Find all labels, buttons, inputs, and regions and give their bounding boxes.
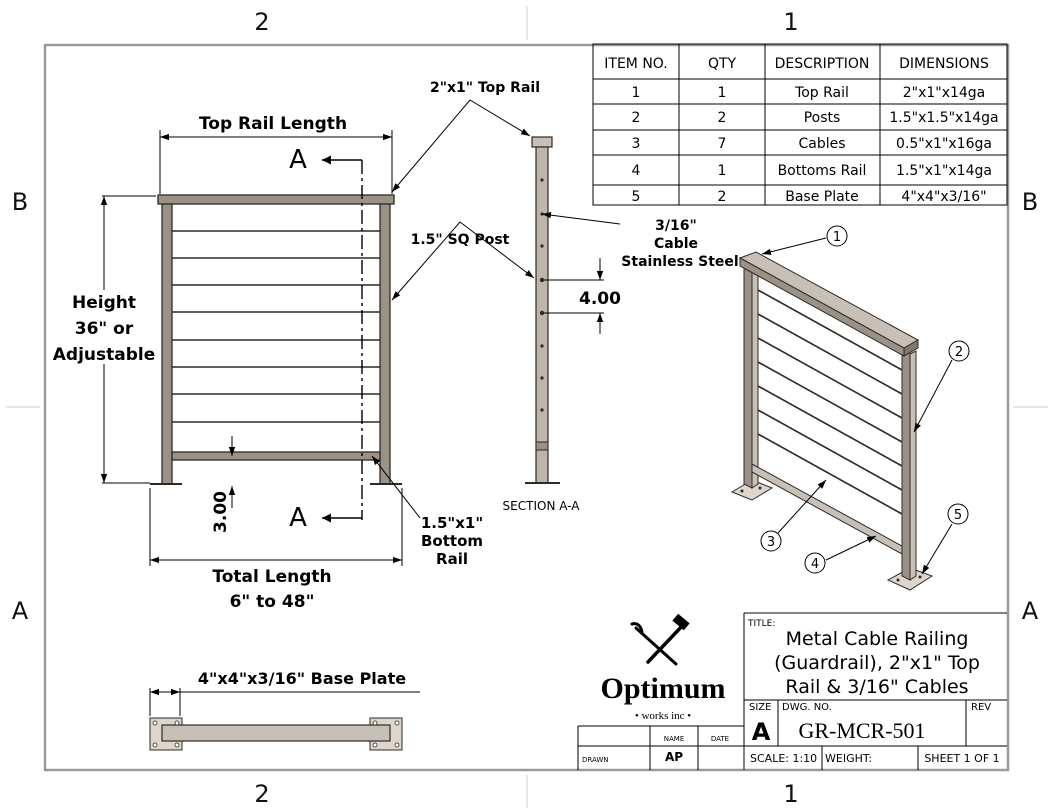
top-rail-label: 2"x1" Top Rail [430, 80, 540, 96]
bom-cell: 2 [718, 110, 727, 126]
bom-cell: 1 [718, 85, 727, 101]
bom-cell: 5 [632, 189, 641, 205]
size-label: SIZE [749, 702, 771, 713]
bottom-rail [171, 451, 381, 461]
zone-top-1: 1 [783, 8, 798, 36]
company-logo-tools-icon [630, 613, 690, 666]
bom-cell: Base Plate [785, 189, 859, 205]
cable-spacing-dim: 4.00 [579, 289, 621, 309]
balloon-5 [947, 503, 969, 525]
bottom-gap-dim: 3.00 [211, 491, 231, 533]
bom-cell: Bottoms Rail [778, 163, 867, 179]
post-label: 1.5" SQ Post [411, 232, 510, 248]
title-label: TITLE: [747, 619, 775, 629]
top-rail [157, 194, 395, 205]
base-channel [161, 724, 391, 742]
balloon-2-label: 2 [955, 345, 963, 360]
height-label-3: Adjustable [53, 345, 156, 365]
total-length-label-1: Total Length [212, 567, 331, 587]
cable-label-3: Stainless Steel [621, 254, 738, 270]
cables [172, 230, 380, 423]
zone-bottom-2: 2 [254, 780, 269, 808]
dwg-no-label: DWG. NO. [782, 702, 832, 713]
base-plate-view: 4"x4"x3/16" Base Plate [149, 669, 420, 751]
balloon-4-label: 4 [811, 557, 819, 572]
bom-cell: 2"x1"x14ga [903, 85, 986, 101]
height-label-1: Height [72, 293, 136, 313]
base-plate-label: 4"x4"x3/16" Base Plate [198, 669, 406, 688]
bom-header-qty: QTY [708, 56, 737, 72]
left-post [161, 195, 173, 485]
bom-cell: 7 [718, 136, 727, 152]
cable-label-2: Cable [654, 236, 698, 252]
bom-table: ITEM NO. QTY DESCRIPTION DIMENSIONS 1 1 … [592, 43, 1008, 206]
scale: SCALE: 1:10 [750, 752, 817, 765]
bom-header-dimensions: DIMENSIONS [899, 56, 989, 72]
total-length-label-2: 6" to 48" [230, 592, 315, 612]
bom-cell: Posts [804, 110, 841, 126]
company-name: Optimum [600, 672, 725, 705]
cable-label-1: 3/16" [655, 218, 697, 234]
bottom-rail-label-2: Bottom [421, 532, 483, 550]
zone-top-2: 2 [254, 8, 269, 36]
rev-label: REV [971, 702, 991, 713]
bom-header-description: DESCRIPTION [775, 56, 870, 72]
section-marker-top: A [289, 145, 307, 175]
zone-left-b: B [12, 188, 28, 216]
bottom-rail-label-3: Rail [436, 550, 468, 568]
balloon-4 [804, 552, 826, 574]
iso-cables [757, 289, 903, 515]
name-label: NAME [664, 735, 685, 743]
title-line-3: Rail & 3/16" Cables [785, 676, 968, 698]
weight: WEIGHT: [825, 752, 872, 765]
title-block: TITLE: Metal Cable Railing (Guardrail), … [577, 612, 1007, 770]
height-label-2: 36" or [75, 319, 134, 339]
bom-cell: 1.5"x1.5"x14ga [889, 110, 998, 126]
bom-cell: Cables [798, 136, 845, 152]
section-caption: SECTION A-A [503, 499, 581, 513]
bom-cell: 4"x4"x3/16" [901, 189, 986, 205]
drawn-label: DRAWN [582, 756, 609, 764]
section-top-rail [531, 136, 553, 148]
bom-cell: 1 [718, 163, 727, 179]
front-view: A A Top Rail Length Height 36" or Adjust… [53, 80, 540, 612]
drawn-by: AP [665, 750, 683, 764]
sheet-border [43, 43, 1010, 772]
company-subtitle: • works inc • [635, 710, 691, 722]
bottom-rail-label-1: 1.5"x1" [421, 514, 483, 532]
balloon-5-label: 5 [954, 508, 962, 523]
right-post [379, 195, 391, 485]
balloon-3-label: 3 [767, 535, 775, 550]
bom-cell: Top Rail [794, 85, 849, 101]
bom-cell: 3 [632, 136, 641, 152]
title-line-1: Metal Cable Railing [786, 628, 969, 650]
dwg-no-value: GR-MCR-501 [798, 718, 925, 743]
title-line-2: (Guardrail), 2"x1" Top [774, 652, 980, 674]
bom-cell: 0.5"x1"x16ga [896, 136, 992, 152]
section-marker-bottom: A [289, 503, 307, 533]
isometric-view: 1 2 3 4 5 [730, 225, 970, 591]
bom-cell: 1 [632, 85, 641, 101]
section-view: SECTION A-A 3/16" Cable Stainless Steel … [503, 136, 739, 513]
size-value: A [752, 718, 771, 746]
balloon-2 [948, 340, 970, 362]
balloon-1-label: 1 [833, 230, 841, 245]
bom-cell: 2 [718, 189, 727, 205]
bom-cell: 1.5"x1"x14ga [896, 163, 992, 179]
date-label: DATE [711, 735, 729, 743]
bom-cell: 4 [632, 163, 641, 179]
zone-bottom-1: 1 [783, 780, 798, 808]
sheet-number: SHEET 1 OF 1 [924, 752, 999, 765]
zone-left-a: A [12, 597, 29, 625]
bom-header-item: ITEM NO. [604, 56, 667, 72]
balloon-1 [826, 225, 848, 247]
zone-right-b: B [1022, 188, 1038, 216]
balloon-3 [760, 530, 782, 552]
top-rail-length-label: Top Rail Length [199, 114, 347, 134]
bom-cell: 2 [632, 110, 641, 126]
zone-right-a: A [1022, 597, 1039, 625]
